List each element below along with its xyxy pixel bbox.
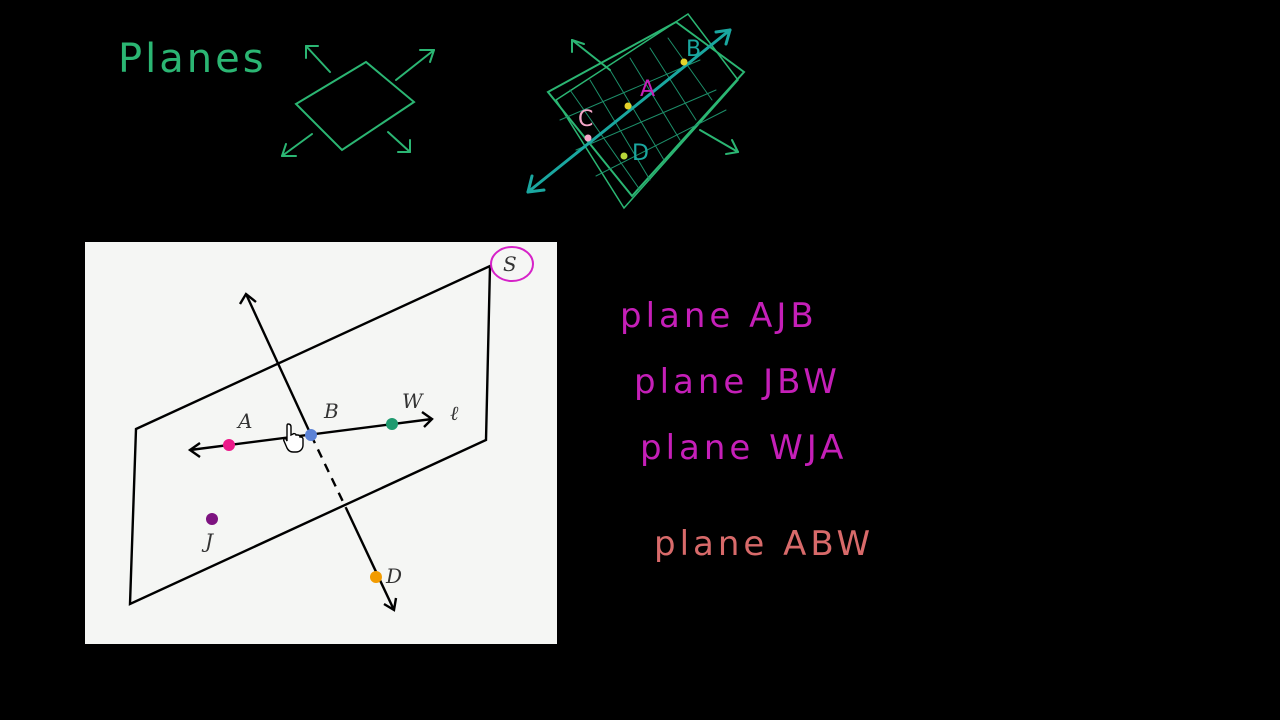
label-b: B: [323, 399, 339, 423]
transversal-hidden: [309, 434, 348, 509]
note-plane-jbw: plane JBW: [634, 362, 841, 402]
transversal-upper: [244, 293, 313, 436]
label-d: D: [385, 564, 402, 588]
note-plane-abw: plane ABW: [654, 524, 875, 564]
note-plane-ajb: plane AJB: [620, 296, 818, 336]
label-a: A: [236, 409, 252, 433]
label-w: W: [402, 389, 424, 413]
plane-s: [128, 264, 492, 606]
point-b: [305, 429, 317, 441]
label-line-l: ℓ: [450, 401, 459, 425]
sketch-label-b: B: [686, 37, 701, 62]
point-j: [206, 513, 218, 525]
point-d: [370, 571, 382, 583]
hand-pointer-icon: [283, 423, 304, 453]
plane-label-circle: [490, 246, 534, 282]
note-plane-wja: plane WJA: [640, 428, 848, 468]
sketch-label-a: A: [640, 77, 655, 102]
point-w: [386, 418, 398, 430]
sketch-label-c: C: [578, 107, 593, 132]
point-a: [223, 439, 235, 451]
label-j: J: [201, 529, 214, 553]
transversal-lower: [344, 507, 396, 611]
sketch-label-d: D: [632, 141, 649, 166]
hatched-plane-sketch: [526, 12, 746, 210]
page-title: Planes: [118, 36, 267, 82]
plane-sketch: [281, 45, 435, 157]
label-plane-s: S: [503, 252, 517, 276]
